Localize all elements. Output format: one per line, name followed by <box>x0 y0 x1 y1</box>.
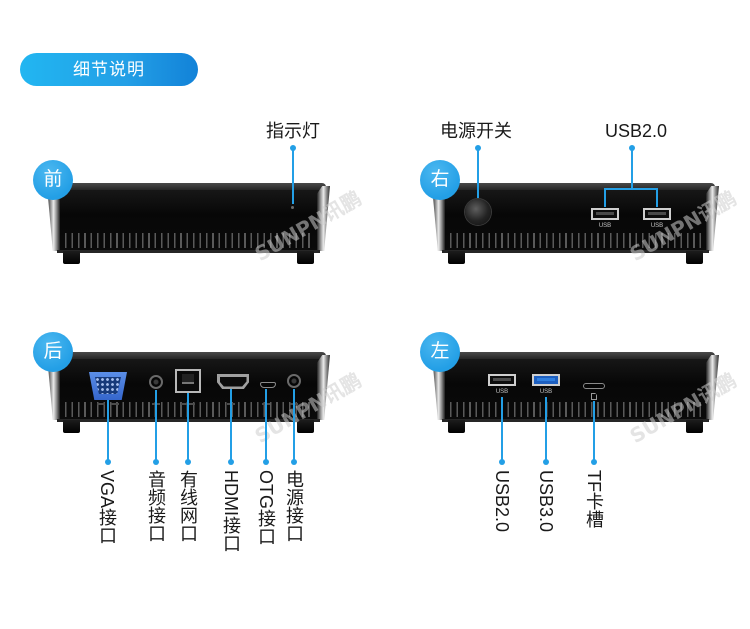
view-badge-left: 左 <box>420 332 460 372</box>
label-vga-port: VGA接口 <box>97 470 117 545</box>
micro-usb-otg-port <box>260 382 276 388</box>
callout-line-power-switch <box>477 148 479 198</box>
callout-line-otg <box>265 389 267 462</box>
device-foot-left <box>448 420 465 433</box>
callout-dot-ethernet <box>185 459 191 465</box>
tf-card-slot <box>583 383 605 389</box>
callout-line-tf-slot <box>593 401 595 462</box>
device-top-surface <box>436 352 715 361</box>
dc-power-jack <box>287 374 301 388</box>
tf-card-icon <box>591 393 597 400</box>
device-foot-right <box>297 420 314 433</box>
usb-port-text: USB <box>650 223 664 229</box>
callout-line-usb2-right-2 <box>656 188 658 207</box>
callout-line-dc-power <box>293 389 295 462</box>
callout-line-hdmi <box>230 389 232 462</box>
callout-dot-hdmi <box>228 459 234 465</box>
usb-port-right-1 <box>591 208 619 220</box>
usb2-port <box>488 374 516 386</box>
usb-port-text: USB <box>495 389 509 395</box>
label-tf-slot: TF卡槽 <box>584 470 604 528</box>
view-badge-right: 右 <box>420 160 460 200</box>
label-usb3-left: USB3.0 <box>536 470 556 533</box>
vga-port <box>89 372 127 400</box>
callout-dot-usb2-left <box>499 459 505 465</box>
led-indicator <box>291 206 294 209</box>
usb3-port <box>532 374 560 386</box>
usb-port-text: USB <box>539 389 553 395</box>
ethernet-port <box>175 369 201 393</box>
device-foot-left <box>63 420 80 433</box>
device-front-view <box>47 183 330 265</box>
port-marking <box>111 403 119 405</box>
section-title-badge: 细节说明 <box>20 53 198 86</box>
device-base <box>442 419 709 422</box>
callout-line-indicator-light <box>292 148 294 204</box>
device-vent-grille <box>450 233 701 248</box>
callout-dot-tf-slot <box>591 459 597 465</box>
device-foot-right <box>686 420 703 433</box>
callout-line-usb2-right <box>631 148 633 189</box>
device-foot-left <box>63 251 80 264</box>
port-marking <box>97 403 105 405</box>
callout-line-vga <box>107 400 109 462</box>
usb-port-text: USB <box>598 223 612 229</box>
callout-line-usb2-right-1 <box>604 188 606 207</box>
label-power-switch: 电源开关 <box>440 121 512 141</box>
callout-dot-usb3-left <box>543 459 549 465</box>
callout-dot-audio <box>153 459 159 465</box>
label-usb2-left: USB2.0 <box>492 470 512 533</box>
device-base <box>57 250 320 253</box>
callout-bracket-usb2-right <box>604 188 658 190</box>
device-top-surface <box>51 352 326 361</box>
callout-line-usb2-left <box>501 397 503 462</box>
callout-line-ethernet <box>187 393 189 462</box>
hdmi-port <box>217 374 249 389</box>
device-foot-right <box>686 251 703 264</box>
label-otg-port: OTG接口 <box>256 470 276 545</box>
label-usb2-right: USB2.0 <box>604 121 668 141</box>
power-button <box>465 199 491 225</box>
view-badge-back: 后 <box>33 332 73 372</box>
callout-line-usb3-left <box>545 397 547 462</box>
view-badge-front: 前 <box>33 160 73 200</box>
callout-dot-dc-power <box>291 459 297 465</box>
device-vent-grille <box>450 402 701 417</box>
device-foot-right <box>297 251 314 264</box>
callout-line-audio <box>155 390 157 462</box>
callout-dot-vga <box>105 459 111 465</box>
audio-jack <box>149 375 163 389</box>
label-audio-port: 音频接口 <box>146 470 166 542</box>
label-power-port: 电源接口 <box>284 470 304 542</box>
device-top-surface <box>51 183 326 192</box>
device-foot-left <box>448 251 465 264</box>
device-top-surface <box>436 183 715 192</box>
usb-port-right-2 <box>643 208 671 220</box>
label-indicator-light: 指示灯 <box>266 121 320 141</box>
device-base <box>442 250 709 253</box>
label-hdmi-port: HDMI接口 <box>221 470 241 552</box>
callout-dot-otg <box>263 459 269 465</box>
device-vent-grille <box>65 233 312 248</box>
label-ethernet-port: 有线网口 <box>178 470 198 542</box>
